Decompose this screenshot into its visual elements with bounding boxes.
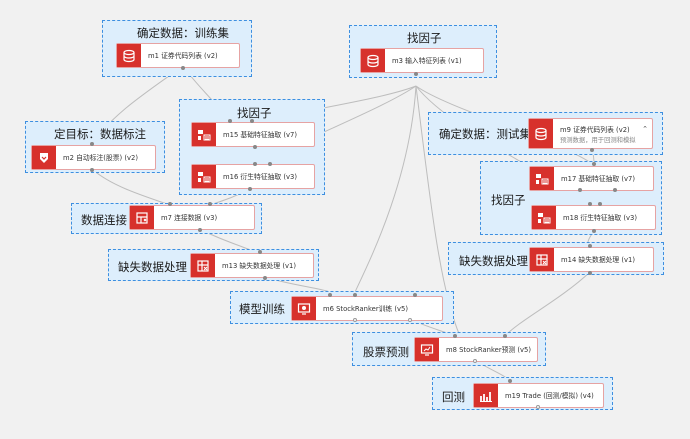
module-m8[interactable]: m8 StockRanker预测 (v5) xyxy=(414,337,538,362)
factor-icon xyxy=(192,165,216,188)
port-m2-out[interactable] xyxy=(90,168,94,172)
module-label: m2 自动标注(股票) (v2) xyxy=(63,154,139,162)
module-m6[interactable]: m6 StockRanker训练 (v5) xyxy=(291,296,443,321)
module-sublabel: 预测数据，用于回测和模拟 xyxy=(560,137,636,144)
group-title: 缺失数据处理 xyxy=(118,260,187,274)
port-m13-out[interactable] xyxy=(263,276,267,280)
clean-icon xyxy=(530,248,554,271)
port-m14-out[interactable] xyxy=(588,271,592,275)
module-label: m13 缺失数据处理 (v1) xyxy=(222,262,297,270)
group-title: 股票预测 xyxy=(363,345,409,359)
join-icon xyxy=(130,206,154,229)
module-m17[interactable]: m17 基础特征抽取 (v7) xyxy=(529,166,654,191)
port-m17-in[interactable] xyxy=(592,162,596,166)
port-m6-out2[interactable] xyxy=(408,318,412,322)
port-m7-in2[interactable] xyxy=(208,202,212,206)
port-m17-out[interactable] xyxy=(578,188,582,192)
port-m15-in[interactable] xyxy=(228,119,232,123)
port-m2-in[interactable] xyxy=(90,142,94,146)
module-label: m18 衍生特征抽取 (v3) xyxy=(563,214,638,222)
module-label: m14 缺失数据处理 (v1) xyxy=(561,256,636,264)
port-m6-in2[interactable] xyxy=(353,293,357,297)
group-title: 确定数据：测试集 xyxy=(439,127,531,141)
group-title: 缺失数据处理 xyxy=(459,254,528,268)
backtest-icon xyxy=(474,384,498,407)
port-m7-out[interactable] xyxy=(198,228,202,232)
module-m18[interactable]: m18 衍生特征抽取 (v3) xyxy=(531,205,656,230)
port-m16-out[interactable] xyxy=(248,187,252,191)
port-m18-in[interactable] xyxy=(588,202,592,206)
port-m18-out[interactable] xyxy=(592,229,596,233)
database-icon xyxy=(529,119,553,148)
port-m19-in[interactable] xyxy=(508,379,512,383)
module-m7[interactable]: m7 连接数据 (v3) xyxy=(129,205,255,230)
group-title: 回测 xyxy=(442,390,465,404)
module-label: m16 衍生特征抽取 (v3) xyxy=(223,173,298,181)
module-m15[interactable]: m15 基础特征抽取 (v7) xyxy=(191,122,315,147)
module-label: m1 证券代码列表 (v2) xyxy=(148,52,218,60)
port-m16-in2[interactable] xyxy=(268,162,272,166)
port-m6-in[interactable] xyxy=(328,293,332,297)
module-label: m3 输入特征列表 (v1) xyxy=(392,57,462,65)
port-m6-in3[interactable] xyxy=(413,293,417,297)
chevron-up-icon[interactable]: ⌃ xyxy=(642,125,648,133)
module-label: m8 StockRanker预测 (v5) xyxy=(446,346,532,354)
module-m19[interactable]: m19 Trade (回测/模拟) (v4) xyxy=(473,383,604,408)
factor-icon xyxy=(192,123,216,146)
module-m2[interactable]: m2 自动标注(股票) (v2) xyxy=(31,145,156,170)
port-m13-in[interactable] xyxy=(258,250,262,254)
group-title: 确定数据：训练集 xyxy=(137,26,229,40)
port-m8-in[interactable] xyxy=(453,334,457,338)
module-m14[interactable]: m14 缺失数据处理 (v1) xyxy=(529,247,654,272)
port-m3-out[interactable] xyxy=(414,72,418,76)
train-icon xyxy=(292,297,316,320)
predict-icon xyxy=(415,338,439,361)
edge-m2-m7 xyxy=(91,168,171,206)
port-m16-in[interactable] xyxy=(253,162,257,166)
module-m9[interactable]: m9 证券代码列表 (v2) 预测数据，用于回测和模拟 ⌃ xyxy=(528,118,653,149)
port-m8-in2[interactable] xyxy=(503,334,507,338)
module-label: m19 Trade (回测/模拟) (v4) xyxy=(505,392,594,400)
module-label: m15 基础特征抽取 (v7) xyxy=(223,131,298,139)
module-m1[interactable]: m1 证券代码列表 (v2) xyxy=(116,43,240,68)
port-m9-out[interactable] xyxy=(590,148,594,152)
port-m17-out2[interactable] xyxy=(613,188,617,192)
module-label: m17 基础特征抽取 (v7) xyxy=(561,175,636,183)
group-title: 找因子 xyxy=(491,193,526,207)
port-m19-out[interactable] xyxy=(536,405,540,409)
port-m15-out[interactable] xyxy=(253,145,257,149)
module-label: m9 证券代码列表 (v2) xyxy=(560,126,630,134)
group-title: 模型训练 xyxy=(239,302,285,316)
edge-m14-m8 xyxy=(504,271,591,337)
group-title: 找因子 xyxy=(237,106,272,120)
port-m1-out[interactable] xyxy=(181,66,185,70)
port-m7-in[interactable] xyxy=(168,202,172,206)
factor-icon xyxy=(532,206,556,229)
factor-icon xyxy=(530,167,554,190)
clean-icon xyxy=(191,254,215,277)
group-title: 数据连接 xyxy=(81,213,127,227)
module-label: m7 连接数据 (v3) xyxy=(161,214,218,222)
edge-m3-m6 xyxy=(354,85,417,293)
module-m3[interactable]: m3 输入特征列表 (v1) xyxy=(360,48,484,73)
label-icon xyxy=(32,146,56,169)
module-m13[interactable]: m13 缺失数据处理 (v1) xyxy=(190,253,314,278)
port-m15-in2[interactable] xyxy=(250,119,254,123)
database-icon xyxy=(361,49,385,72)
group-title: 定目标：数据标注 xyxy=(54,127,146,141)
port-m6-out[interactable] xyxy=(353,318,357,322)
port-m8-out[interactable] xyxy=(473,359,477,363)
port-m18-in2[interactable] xyxy=(598,202,602,206)
module-label: m6 StockRanker训练 (v5) xyxy=(323,305,409,313)
port-m14-in[interactable] xyxy=(588,244,592,248)
module-m16[interactable]: m16 衍生特征抽取 (v3) xyxy=(191,164,315,189)
group-title: 找因子 xyxy=(407,31,442,45)
database-icon xyxy=(117,44,141,67)
